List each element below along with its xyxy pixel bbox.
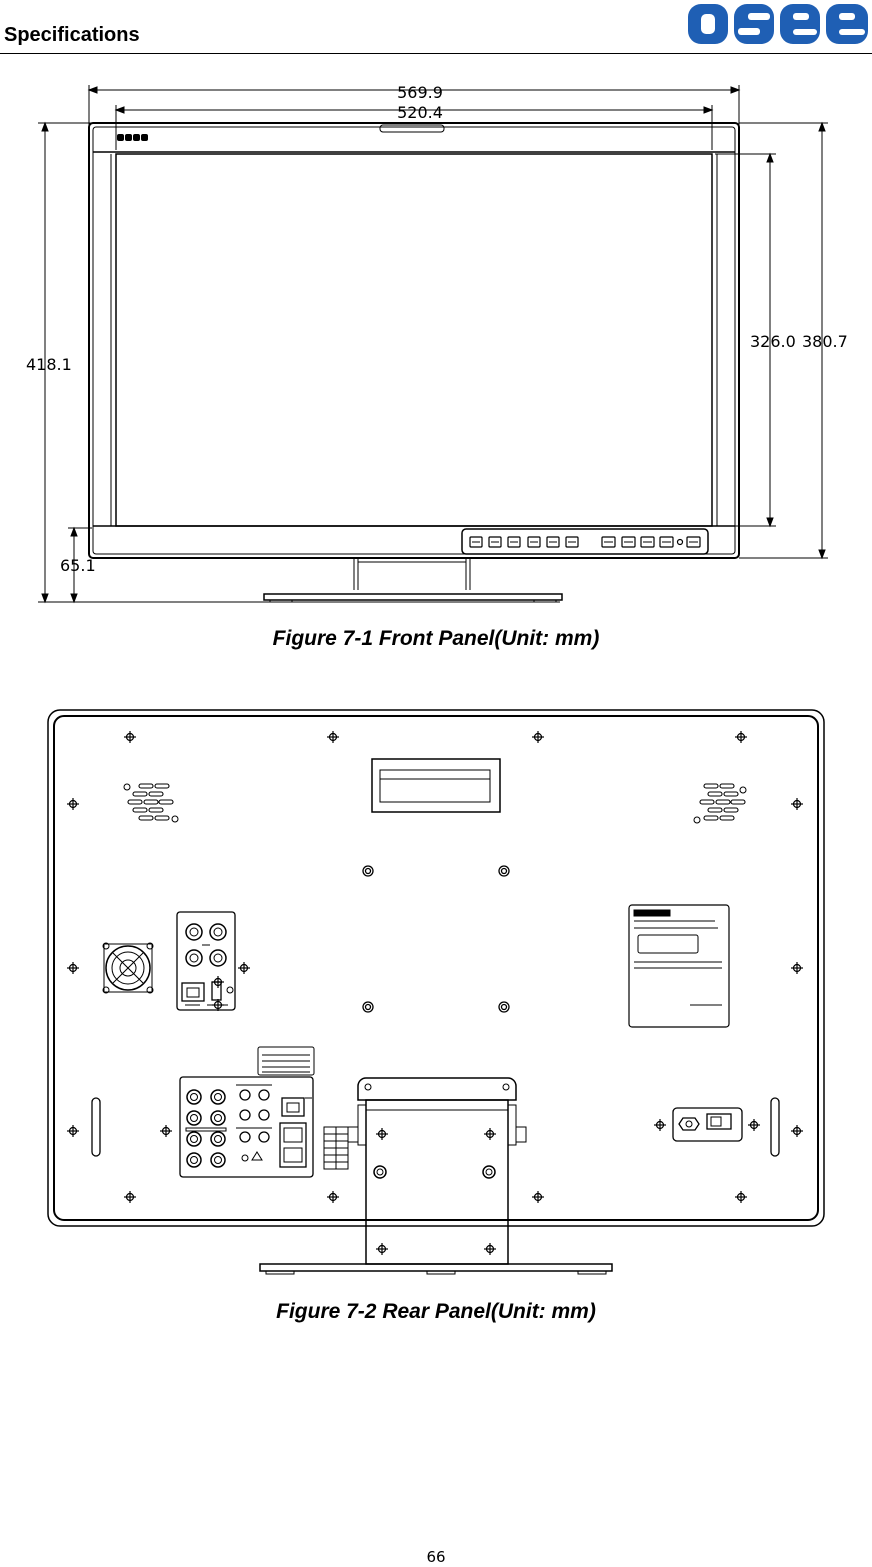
header-rule: [0, 53, 872, 54]
figure-2-caption: Figure 7-2 Rear Panel(Unit: mm): [276, 1300, 596, 1323]
section-title: Specifications: [4, 24, 140, 46]
osee-logo: [688, 4, 868, 44]
front-panel-drawing: 569.9 520.4 418.1 65.1 326.0 380.7: [26, 83, 848, 604]
figure-1-caption: Figure 7-1 Front Panel(Unit: mm): [272, 627, 600, 650]
page-header: Specifications: [0, 0, 872, 54]
dim-base-height: 65.1: [60, 556, 96, 575]
dim-inner-width: 520.4: [397, 103, 443, 122]
dim-overall-height: 418.1: [26, 355, 72, 374]
dim-body-height: 380.7: [802, 332, 848, 351]
dim-overall-width: 569.9: [397, 83, 443, 102]
rear-panel-drawing: [47, 709, 825, 1275]
page-number: 66: [426, 1548, 446, 1566]
dim-screen-height: 326.0: [750, 332, 796, 351]
bezel-logo: [117, 134, 148, 141]
